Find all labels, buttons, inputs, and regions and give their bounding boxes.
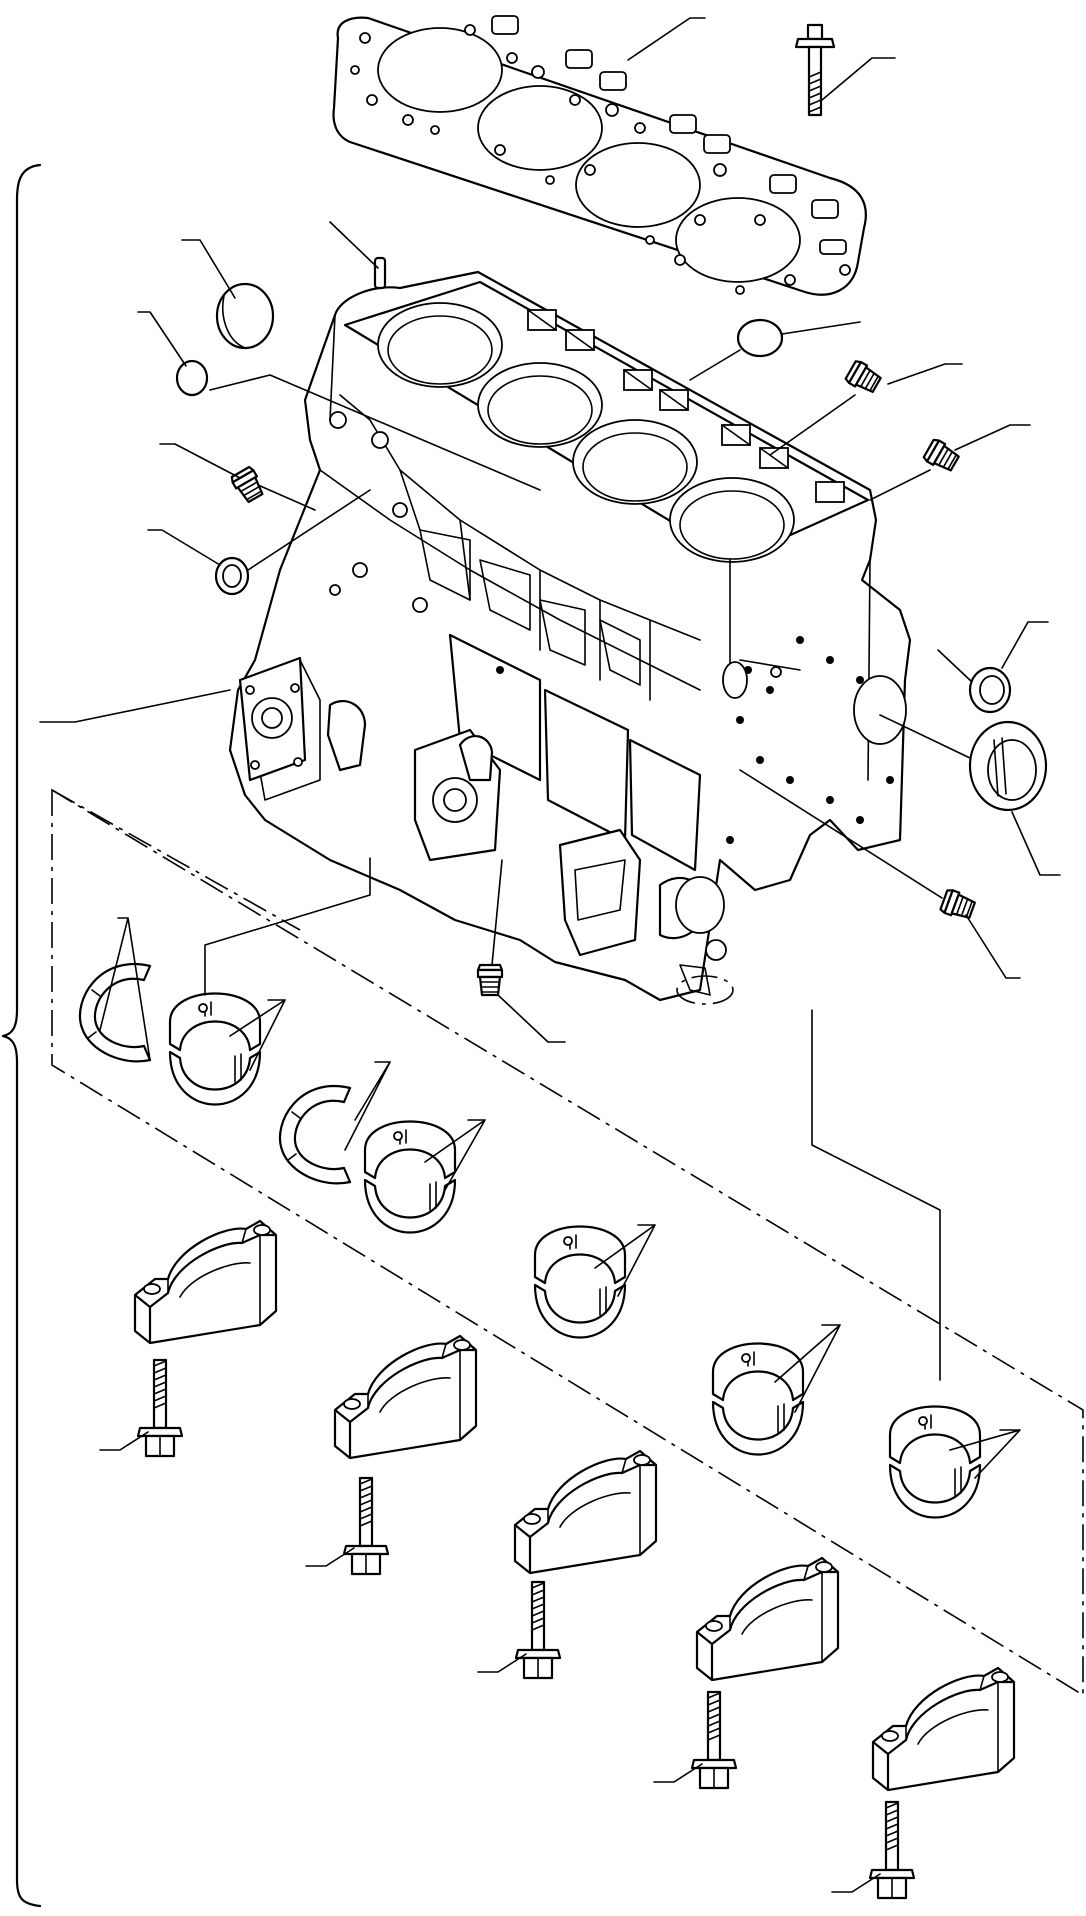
grouping-brace [1,163,42,1908]
leader-head-bolt [821,57,896,101]
leader-plug-left-upper [159,443,241,479]
leader-main-bearing-5 [949,1429,1021,1479]
leader-cap-bolt-1 [99,1431,149,1451]
leader-cup-plug-right [781,321,861,335]
leader-plug-block-1 [257,484,316,511]
cylinder-block [228,270,912,1005]
leader-main-bearing-2 [424,1119,486,1191]
leader-seal-ring-block [247,489,371,571]
leader-cylinder-block [39,689,231,723]
leader-cup-plug-right-block [689,349,741,381]
main-bearing-3 [533,1225,627,1339]
main-bearing-1 [168,992,262,1106]
leader-cap-bolt-2 [305,1547,355,1567]
leader-head-gasket [627,17,706,61]
bushing-large [968,720,1048,812]
leader-main-bearing-4 [774,1324,841,1413]
bearing-cap-3 [513,1449,658,1575]
leader-cup-plug-block [209,374,541,491]
main-bearing-5 [888,1405,982,1519]
seal-ring-left [214,556,250,596]
main-bearing-2 [363,1120,457,1234]
plug-right-2 [921,437,962,475]
cup-plug-right [736,318,784,358]
leader-cap-bolt-3 [477,1653,527,1673]
main-bearing-4 [711,1342,805,1456]
plug-left-upper [229,464,267,506]
cap-bolt-4 [690,1690,738,1790]
assembly-outline [51,788,1084,1697]
plug-right-lower [938,887,978,923]
leader-seal-ring [147,529,221,566]
head-gasket [332,15,867,296]
leader-cup-plug-large [181,239,236,299]
bearing-cap-2 [333,1334,478,1460]
leader-plug-right-2-block [869,469,931,501]
cap-bolt-2 [342,1476,390,1576]
leader-cap-bolt-5 [831,1873,881,1893]
leader-plug-right-lower [965,914,1021,979]
cap-bolt-1 [136,1358,184,1458]
bearing-cap-5 [871,1666,1016,1792]
leader-bushing-large-block [879,714,971,759]
bearing-cap-4 [695,1556,840,1682]
leader-plug-right-1 [887,363,963,385]
cup-plug-large [215,282,275,350]
cap-bolt-3 [514,1580,562,1680]
bearing-cap-1 [133,1219,278,1345]
leader-thrust-washer-2 [344,1061,391,1151]
thrust-washer-2 [278,1084,352,1185]
assembly-line-right [811,1009,941,1381]
leader-main-bearing-1-block [204,857,371,996]
leader-bushing-right-hole [739,659,801,671]
leader-bushing-small [1001,621,1049,669]
leader-bushing-small-block [937,649,973,683]
plug-bottom [476,963,504,997]
leader-dowel-pin [329,221,379,269]
leader-bushing-large [1011,811,1061,876]
leader-plug-bottom [497,994,566,1043]
leader-cap-bolt-4 [653,1763,703,1783]
leader-plug-right-1-block [769,394,856,456]
leader-thrust-washer-1 [99,917,151,1061]
head-bolt [794,23,836,117]
plug-right-1 [843,358,884,397]
leader-main-bearing-3 [594,1224,656,1297]
dowel-pin [373,256,387,290]
leader-cup-plug-small [137,311,187,367]
leader-main-bearing-1 [229,999,286,1071]
leader-plug-bottom-block [491,859,503,966]
assembly-line-left [51,789,301,931]
bushing-small [968,666,1012,714]
leader-plug-right-2 [954,424,1031,451]
leader-plug-right-lower-block [739,769,943,899]
cap-bolt-5 [868,1800,916,1900]
cup-plug-small [175,359,209,397]
thrust-washer-1 [78,962,152,1063]
